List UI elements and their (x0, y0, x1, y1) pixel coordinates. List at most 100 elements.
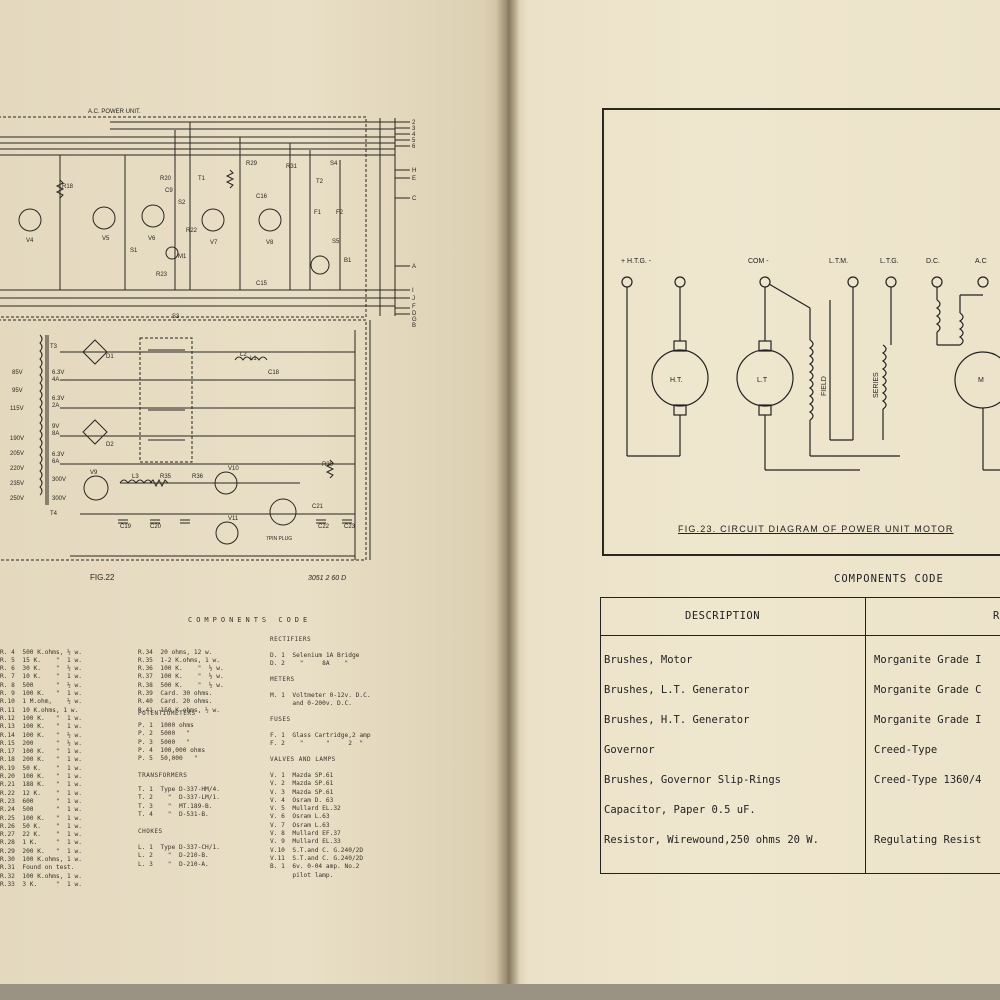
list-item: R.34 20 ohms, 12 w. (138, 648, 213, 656)
header-description: DESCRIPTION (685, 610, 761, 622)
fig23-diagram: + H.T.G. - COM - L.T.M. L.T.G. D.C. A.C … (621, 258, 1000, 471)
list-item: R.17 100 K. " 1 w. (0, 748, 82, 756)
rail-label: 3 (412, 126, 416, 132)
terminal-label-ac: A.C (975, 258, 987, 265)
fig22-ref: 3051 2 60 D (308, 575, 346, 582)
page-bottom-edge (0, 984, 1000, 1000)
row-reference: Creed-Type 1360/4 (874, 774, 982, 786)
list-item: R.27 22 K. " 1 w. (0, 831, 82, 839)
part-label: V4 (26, 238, 34, 244)
list-item: P. 1 1000 ohms (138, 722, 194, 729)
part-label: T1 (198, 176, 206, 182)
list-item: P. 5 50,000 " (138, 755, 198, 763)
list-item: M. 1 Voltmeter 0-12v. D.C. (270, 692, 371, 699)
part-label: V5 (102, 236, 110, 242)
list-item: F. 1 Glass Cartridge,2 amp (270, 732, 371, 739)
list-item: V. 7 Osram L.63 (270, 821, 330, 829)
potentiometers-heading: POTENTIOMETERS (138, 710, 196, 717)
meter-items: M. 1 Voltmeter 0-12v. D.C. and 0-200v. D… (270, 692, 371, 709)
part-label: V10 (228, 466, 239, 472)
rail-label: 2 (412, 120, 416, 126)
part-label: C22 (318, 524, 330, 530)
list-item: R.31 Found on test. (0, 864, 75, 872)
list-item: T. 4 " D-531-B. (138, 810, 209, 818)
list-item: P. 2 5000 " (138, 730, 191, 738)
list-item: R. 8 500 " ½ w. (0, 681, 82, 689)
part-label: L3 (132, 474, 139, 480)
transformers-list: T. 1 Type D-337-HM/4.T. 2 " D-337-LM/1.T… (138, 786, 220, 819)
list-item: R. 6 30 K. " ½ w. (0, 665, 82, 673)
fig23-caption: FIG.23. CIRCUIT DIAGRAM OF POWER UNIT MO… (678, 524, 954, 534)
list-item: L. 3 " D-210-A. (138, 860, 209, 868)
list-item: T. 3 " MT.189-B. (138, 802, 213, 810)
chokes-list: L. 1 Type D-337-CH/1.L. 2 " D-210-B.L. 3… (138, 844, 220, 869)
list-item: L. 2 " D-210-B. (138, 852, 209, 860)
list-item: F. 2 " " 2 " (270, 740, 364, 748)
valves-heading: VALVES AND LAMPS (270, 756, 336, 763)
components-code-title: COMPONENTS CODE (834, 573, 944, 585)
rectifiers-heading: RECTIFIERS (270, 636, 312, 643)
part-label: C21 (312, 504, 324, 510)
part-label: D1 (106, 354, 114, 360)
terminal-label-com: COM - (748, 258, 769, 265)
rail-label: D (412, 311, 417, 317)
list-item: R.20 100 K. " 1 w. (0, 773, 82, 781)
part-label: V11 (228, 516, 239, 522)
rail-label: H (412, 168, 416, 174)
rail-label: 5 (412, 138, 416, 144)
meters-heading: METERS (270, 676, 295, 683)
winding-label-field: FIELD (821, 376, 828, 396)
part-label: V8 (266, 240, 274, 246)
transformer-items: T. 1 Type D-337-HM/4.T. 2 " D-337-LM/1.T… (138, 786, 220, 819)
chokes-heading: CHOKES (138, 828, 163, 835)
voltage-label: 2A (52, 403, 59, 409)
list-item: R. 9 100 K. " 1 w. (0, 690, 82, 698)
rail-label: F (412, 304, 416, 310)
row-description: Brushes, H.T. Generator (604, 714, 750, 726)
list-item: R.13 100 K. " 1 w. (0, 723, 82, 731)
part-label: R29 (246, 161, 258, 167)
part-label: S1 (130, 248, 138, 254)
choke-items: L. 1 Type D-337-CH/1.L. 2 " D-210-B.L. 3… (138, 844, 220, 869)
part-label: C15 (256, 281, 268, 287)
list-item: R.19 50 K. " 1 w. (0, 764, 82, 772)
part-label: R23 (156, 272, 168, 278)
part-label: R20 (160, 176, 172, 182)
list-item: R. 4 500 K.ohms, ½ w. (0, 648, 82, 656)
part-label: S4 (330, 161, 338, 167)
list-item: R.37 100 K. " ½ w. (138, 673, 224, 681)
row-description: Governor (604, 744, 655, 756)
plug-label: 7PIN PLUG (266, 536, 292, 542)
voltage-label: 4A (52, 377, 59, 383)
voltage-label: 9V (52, 424, 59, 430)
list-item: R.32 100 K.ohms, 1 w. (0, 872, 82, 880)
row-description: Brushes, Motor (604, 654, 693, 666)
rail-label: G (412, 317, 417, 323)
part-label: C9 (165, 188, 173, 194)
list-item: P. 4 100,000 ohms (138, 746, 206, 754)
voltage-label: 6.3V (52, 370, 64, 376)
rail-label: 4 (412, 132, 416, 138)
components-heading: COMPONENTS CODE (188, 616, 312, 624)
part-label: D2 (106, 442, 114, 448)
column-rule (865, 598, 866, 873)
voltage-label: 250V (10, 496, 24, 502)
list-item: T. 2 " D-337-LM/1. (138, 794, 220, 802)
list-item: R.36 100 K. " ½ w. (138, 665, 224, 673)
list-item: R.38 500 K. " ½ w. (138, 681, 224, 689)
voltage-label: 6.3V (52, 396, 64, 402)
part-label: R39 (322, 462, 334, 468)
voltage-label: 190V (10, 436, 24, 442)
header-rule (601, 635, 1000, 636)
list-item: R.23 600 " 1 w. (0, 797, 82, 805)
left-page: A.C. POWER UNIT. FIG.22 3051 2 60 D 2 3 … (0, 0, 508, 1000)
header-reference: R (993, 610, 1000, 622)
list-item: V. 4 Osram D. 63 (270, 796, 334, 804)
voltage-label: 95V (12, 388, 23, 394)
